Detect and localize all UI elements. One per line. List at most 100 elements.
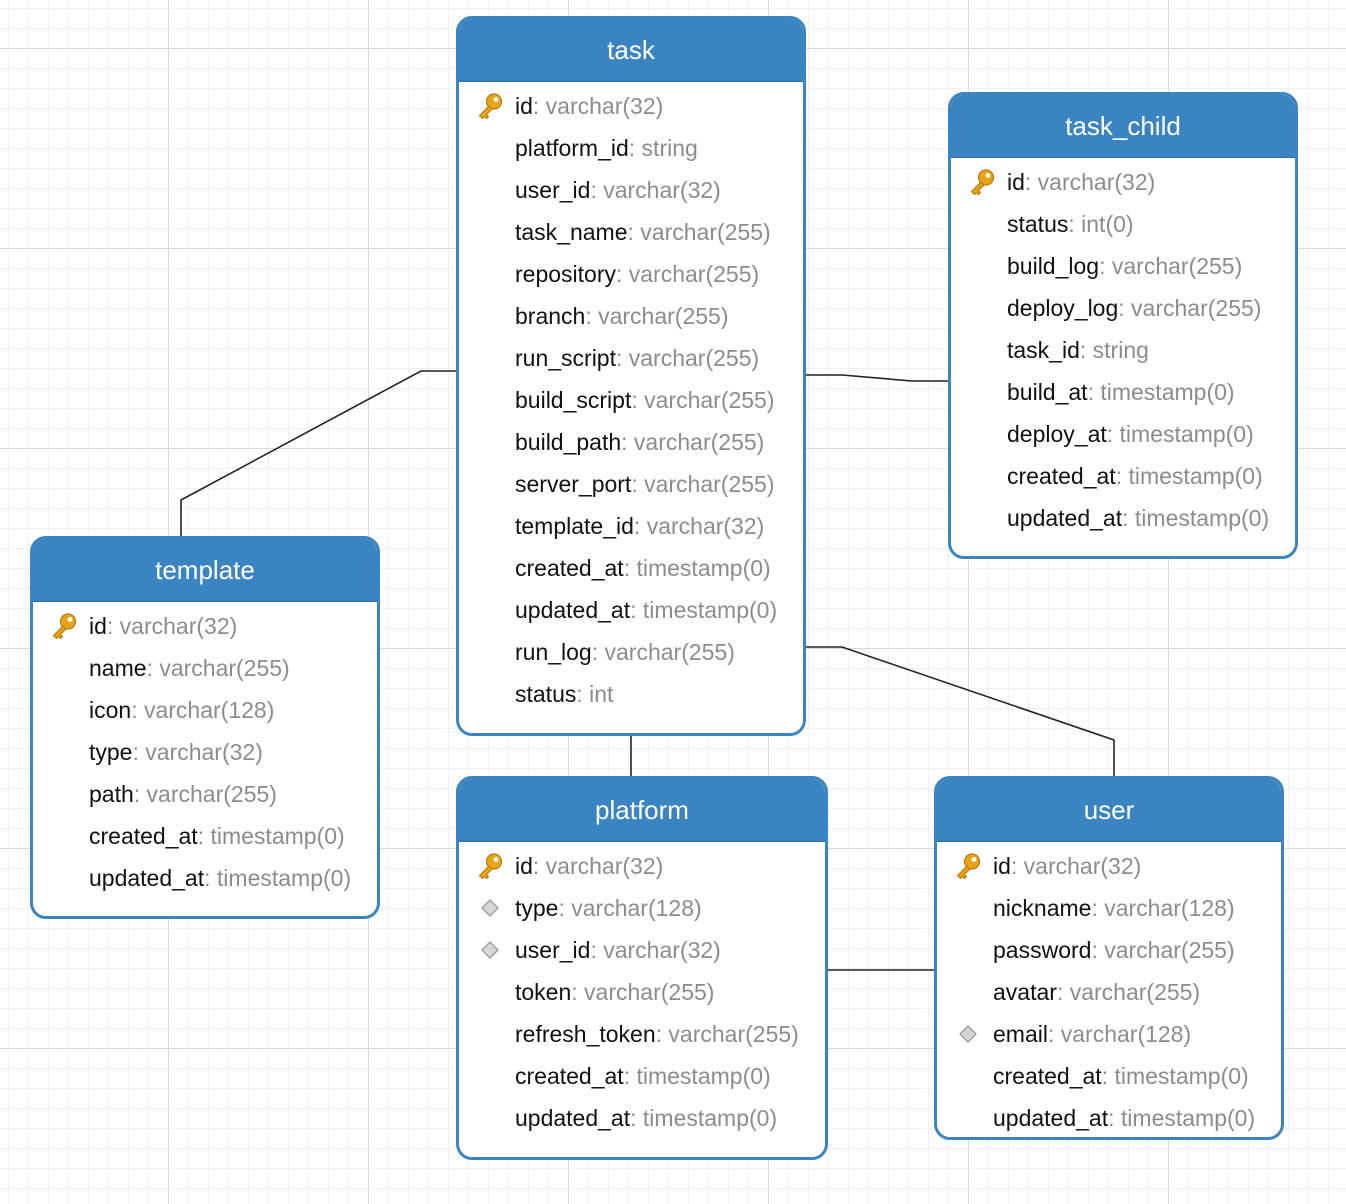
field-row[interactable]: created_at: timestamp(0) xyxy=(33,815,377,857)
field-type: : timestamp(0) xyxy=(197,822,345,849)
connector-task-task-child[interactable] xyxy=(804,374,950,382)
field-row[interactable]: build_script: varchar(255) xyxy=(459,379,803,421)
field-row[interactable]: task_name: varchar(255) xyxy=(459,211,803,253)
primary-key-icon xyxy=(478,93,503,120)
entity-platform[interactable]: platform id: varchar(32)type: varchar(12… xyxy=(456,776,828,1160)
field-name: template_id xyxy=(515,512,634,539)
field-name: status xyxy=(515,680,577,707)
field-list: id: varchar(32)type: varchar(128)user_id… xyxy=(459,842,825,1139)
field-type: : varchar(32) xyxy=(132,738,263,765)
field-row[interactable]: updated_at: timestamp(0) xyxy=(951,497,1295,539)
field-list: id: varchar(32)status: int(0)build_log: … xyxy=(951,158,1295,539)
field-row[interactable]: icon: varchar(128) xyxy=(33,689,377,731)
field-name: run_log xyxy=(515,638,592,665)
field-type: : timestamp(0) xyxy=(1087,378,1235,405)
field-row[interactable]: id: varchar(32) xyxy=(33,605,377,647)
field-list: id: varchar(32)nickname: varchar(128)pas… xyxy=(937,842,1281,1137)
field-row[interactable]: run_script: varchar(255) xyxy=(459,337,803,379)
field-type: : int(0) xyxy=(1068,210,1134,237)
field-type: : timestamp(0) xyxy=(1122,504,1270,531)
field-row[interactable]: build_path: varchar(255) xyxy=(459,421,803,463)
entity-template[interactable]: template id: varchar(32)name: varchar(25… xyxy=(30,536,380,919)
field-row[interactable]: type: varchar(32) xyxy=(33,731,377,773)
field-row[interactable]: created_at: timestamp(0) xyxy=(937,1055,1281,1097)
field-name: build_path xyxy=(515,428,622,455)
field-row[interactable]: updated_at: timestamp(0) xyxy=(459,1097,825,1139)
field-row[interactable]: id: varchar(32) xyxy=(459,85,803,127)
field-type: : varchar(128) xyxy=(1047,1020,1192,1047)
field-row[interactable]: user_id: varchar(32) xyxy=(459,929,825,971)
field-row[interactable]: deploy_at: timestamp(0) xyxy=(951,413,1295,455)
field-row[interactable]: server_port: varchar(255) xyxy=(459,463,803,505)
connector-task-template[interactable] xyxy=(180,370,458,538)
field-name: branch xyxy=(515,302,586,329)
field-name: server_port xyxy=(515,470,632,497)
field-row[interactable]: path: varchar(255) xyxy=(33,773,377,815)
field-name: build_at xyxy=(1007,378,1088,405)
field-row[interactable]: repository: varchar(255) xyxy=(459,253,803,295)
field-type: : varchar(32) xyxy=(590,176,721,203)
field-name: updated_at xyxy=(89,864,205,891)
field-row[interactable]: platform_id: string xyxy=(459,127,803,169)
field-row[interactable]: status: int(0) xyxy=(951,203,1295,245)
primary-key-icon xyxy=(478,853,503,880)
field-type: : varchar(255) xyxy=(631,470,775,497)
field-type: : varchar(32) xyxy=(1010,852,1142,879)
field-type: : varchar(255) xyxy=(1118,294,1262,321)
entity-title[interactable]: platform xyxy=(459,779,825,842)
field-type: : int xyxy=(576,680,614,707)
entity-title[interactable]: template xyxy=(33,539,377,602)
primary-key-icon xyxy=(970,169,995,196)
connector-task-user[interactable] xyxy=(804,646,1115,778)
field-name: type xyxy=(515,894,559,921)
entity-user[interactable]: user id: varchar(32)nickname: varchar(12… xyxy=(934,776,1284,1140)
field-row[interactable]: branch: varchar(255) xyxy=(459,295,803,337)
field-row[interactable]: created_at: timestamp(0) xyxy=(459,1055,825,1097)
field-row[interactable]: id: varchar(32) xyxy=(951,161,1295,203)
field-row[interactable]: avatar: varchar(255) xyxy=(937,971,1281,1013)
field-row[interactable]: id: varchar(32) xyxy=(459,845,825,887)
field-row[interactable]: name: varchar(255) xyxy=(33,647,377,689)
field-type: : timestamp(0) xyxy=(623,1062,771,1089)
field-type: : varchar(255) xyxy=(1091,936,1235,963)
field-type: : varchar(32) xyxy=(106,612,238,639)
field-row[interactable]: token: varchar(255) xyxy=(459,971,825,1013)
field-row[interactable]: build_log: varchar(255) xyxy=(951,245,1295,287)
entity-task-child[interactable]: task_child id: varchar(32)status: int(0)… xyxy=(948,92,1298,559)
field-row[interactable]: created_at: timestamp(0) xyxy=(459,547,803,589)
field-name: token xyxy=(515,978,572,1005)
field-name: path xyxy=(89,780,134,807)
field-type: : timestamp(0) xyxy=(623,554,771,581)
field-name: created_at xyxy=(1007,462,1116,489)
field-row[interactable]: template_id: varchar(32) xyxy=(459,505,803,547)
field-type: : varchar(128) xyxy=(131,696,275,723)
field-type: : varchar(255) xyxy=(133,780,277,807)
entity-title[interactable]: task xyxy=(459,19,803,82)
field-type: : varchar(32) xyxy=(532,92,664,119)
field-row[interactable]: updated_at: timestamp(0) xyxy=(937,1097,1281,1137)
field-name: created_at xyxy=(993,1062,1102,1089)
field-name: build_log xyxy=(1007,252,1100,279)
field-row[interactable]: refresh_token: varchar(255) xyxy=(459,1013,825,1055)
field-row[interactable]: id: varchar(32) xyxy=(937,845,1281,887)
field-row[interactable]: task_id: string xyxy=(951,329,1295,371)
field-list: id: varchar(32)name: varchar(255)icon: v… xyxy=(33,602,377,899)
entity-title[interactable]: user xyxy=(937,779,1281,842)
field-row[interactable]: type: varchar(128) xyxy=(459,887,825,929)
field-row[interactable]: status: int xyxy=(459,673,803,715)
field-row[interactable]: deploy_log: varchar(255) xyxy=(951,287,1295,329)
entity-title[interactable]: task_child xyxy=(951,95,1295,158)
field-row[interactable]: user_id: varchar(32) xyxy=(459,169,803,211)
field-row[interactable]: email: varchar(128) xyxy=(937,1013,1281,1055)
field-row[interactable]: updated_at: timestamp(0) xyxy=(459,589,803,631)
field-row[interactable]: updated_at: timestamp(0) xyxy=(33,857,377,899)
field-type: : varchar(128) xyxy=(1091,894,1235,921)
field-name: deploy_at xyxy=(1007,420,1107,447)
field-row[interactable]: build_at: timestamp(0) xyxy=(951,371,1295,413)
field-row[interactable]: nickname: varchar(128) xyxy=(937,887,1281,929)
field-row[interactable]: created_at: timestamp(0) xyxy=(951,455,1295,497)
field-row[interactable]: password: varchar(255) xyxy=(937,929,1281,971)
field-row[interactable]: run_log: varchar(255) xyxy=(459,631,803,673)
